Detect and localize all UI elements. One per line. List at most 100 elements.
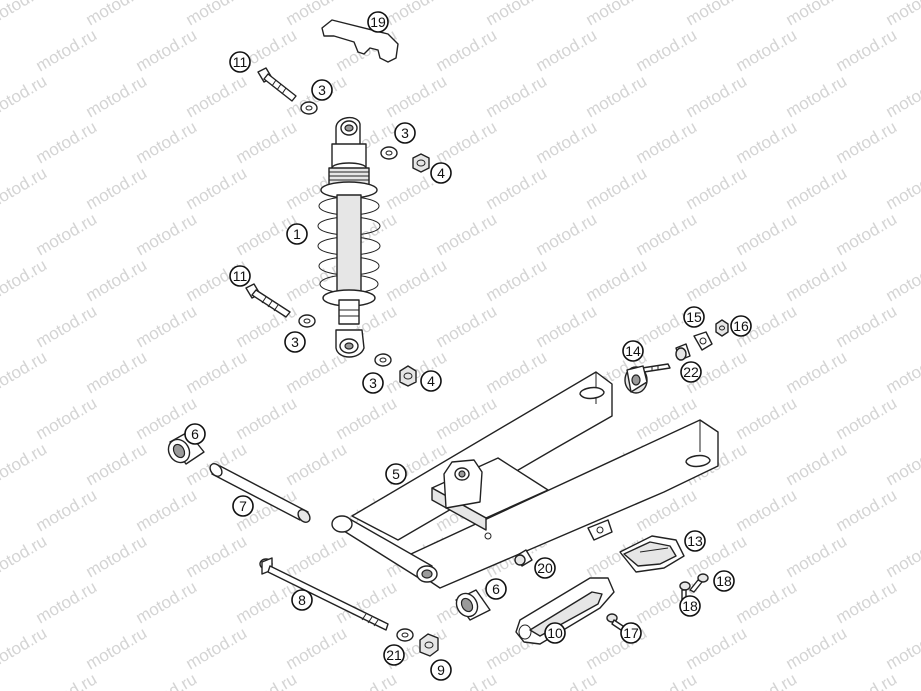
watermark-text: motod.ru (633, 25, 701, 75)
callout-18-left-label: 18 (682, 598, 698, 614)
watermark-text: motod.ru (583, 71, 651, 121)
watermark-text: motod.ru (783, 71, 851, 121)
callout-6-lower-label: 6 (492, 581, 500, 597)
pivot-washer-part (396, 628, 414, 642)
watermark-text: motod.ru (883, 163, 921, 213)
watermark-text: motod.ru (583, 255, 651, 305)
callout-15: 15 (683, 306, 705, 328)
callout-18-left: 18 (679, 595, 701, 617)
watermark-text: motod.ru (883, 255, 921, 305)
watermark-text: motod.ru (133, 301, 201, 351)
watermark-text: motod.ru (883, 439, 921, 489)
watermark-text: motod.ru (783, 163, 851, 213)
watermark-text: motod.ru (883, 623, 921, 673)
watermark-text: motod.ru (483, 255, 551, 305)
spanner-wrench-part (321, 19, 399, 63)
callout-1: 1 (286, 223, 308, 245)
watermark-text: motod.ru (883, 0, 921, 29)
watermark-text: motod.ru (133, 669, 201, 691)
nut-part-upper (412, 153, 430, 173)
watermark-text: motod.ru (0, 163, 50, 213)
callout-17: 17 (620, 622, 642, 644)
callout-8-label: 8 (298, 592, 306, 608)
callout-11-lower-label: 11 (233, 268, 248, 284)
watermark-text: motod.ru (683, 255, 751, 305)
watermark-text: motod.ru (883, 531, 921, 581)
callout-15-label: 15 (686, 309, 702, 325)
watermark-text: motod.ru (583, 163, 651, 213)
watermark-text: motod.ru (733, 577, 801, 627)
watermark-text: motod.ru (733, 669, 801, 691)
watermark-text: motod.ru (633, 669, 701, 691)
watermark-text: motod.ru (33, 485, 101, 535)
callout-6-upper: 6 (184, 423, 206, 445)
watermark-text: motod.ru (0, 623, 50, 673)
watermark-text: motod.ru (83, 163, 151, 213)
lower-bolt-part (245, 283, 291, 318)
watermark-text: motod.ru (0, 255, 50, 305)
bushing-part-left (167, 431, 205, 465)
callout-18-right: 18 (713, 570, 735, 592)
watermark-text: motod.ru (283, 531, 351, 581)
watermark-text: motod.ru (333, 393, 401, 443)
watermark-text: motod.ru (633, 117, 701, 167)
watermark-text: motod.ru (483, 0, 551, 29)
callout-20-label: 20 (537, 560, 553, 576)
watermark-text: motod.ru (283, 439, 351, 489)
watermark-text: motod.ru (783, 255, 851, 305)
watermark-text: motod.ru (383, 71, 451, 121)
watermark-text: motod.ru (433, 25, 501, 75)
watermark-text: motod.ru (83, 71, 151, 121)
callout-8: 8 (291, 589, 313, 611)
callout-10: 10 (544, 622, 566, 644)
callout-6-lower: 6 (485, 578, 507, 600)
watermark-text: motod.ru (833, 577, 901, 627)
watermark-text: motod.ru (483, 71, 551, 121)
watermark-text: motod.ru (483, 163, 551, 213)
watermark-text: motod.ru (133, 117, 201, 167)
pivot-bolt-part (259, 557, 389, 631)
watermark-text: motod.ru (883, 71, 921, 121)
callout-4-lower-label: 4 (427, 373, 435, 389)
watermark-text: motod.ru (233, 393, 301, 443)
callout-19: 19 (367, 11, 389, 33)
watermark-text: motod.ru (33, 209, 101, 259)
watermark-text: motod.ru (883, 347, 921, 397)
watermark-text: motod.ru (233, 577, 301, 627)
watermark-text: motod.ru (0, 347, 50, 397)
watermark-text: motod.ru (733, 485, 801, 535)
watermark-text: motod.ru (733, 25, 801, 75)
watermark-text: motod.ru (83, 623, 151, 673)
watermark-text: motod.ru (0, 71, 50, 121)
watermark-text: motod.ru (233, 117, 301, 167)
watermark-text: motod.ru (683, 0, 751, 29)
watermark-text: motod.ru (633, 209, 701, 259)
callout-11-upper: 11 (229, 51, 251, 73)
callout-9: 9 (430, 659, 452, 681)
chain-roller-part (624, 363, 671, 394)
watermark-text: motod.ru (33, 669, 101, 691)
watermark-text: motod.ru (0, 531, 50, 581)
watermark-text: motod.ru (33, 117, 101, 167)
watermark-text: motod.ru (383, 255, 451, 305)
washer-part-upper-right (380, 146, 398, 160)
callout-3-upper-left-label: 3 (318, 82, 326, 98)
watermark-text: motod.ru (433, 117, 501, 167)
watermark-text: motod.ru (683, 623, 751, 673)
watermark-text: motod.ru (583, 0, 651, 29)
watermark-text: motod.ru (833, 485, 901, 535)
callout-1-label: 1 (293, 226, 301, 242)
watermark-text: motod.ru (383, 0, 451, 29)
watermark-text: motod.ru (833, 209, 901, 259)
watermark-text: motod.ru (783, 0, 851, 29)
watermark-text: motod.ru (83, 0, 151, 29)
callout-14-label: 14 (625, 343, 641, 359)
watermark-text: motod.ru (83, 531, 151, 581)
watermark-text: motod.ru (133, 25, 201, 75)
watermark-text: motod.ru (83, 255, 151, 305)
watermark-text: motod.ru (433, 209, 501, 259)
callout-11-upper-label: 11 (233, 54, 248, 70)
watermark-text: motod.ru (683, 71, 751, 121)
watermark-text: motod.ru (183, 71, 251, 121)
